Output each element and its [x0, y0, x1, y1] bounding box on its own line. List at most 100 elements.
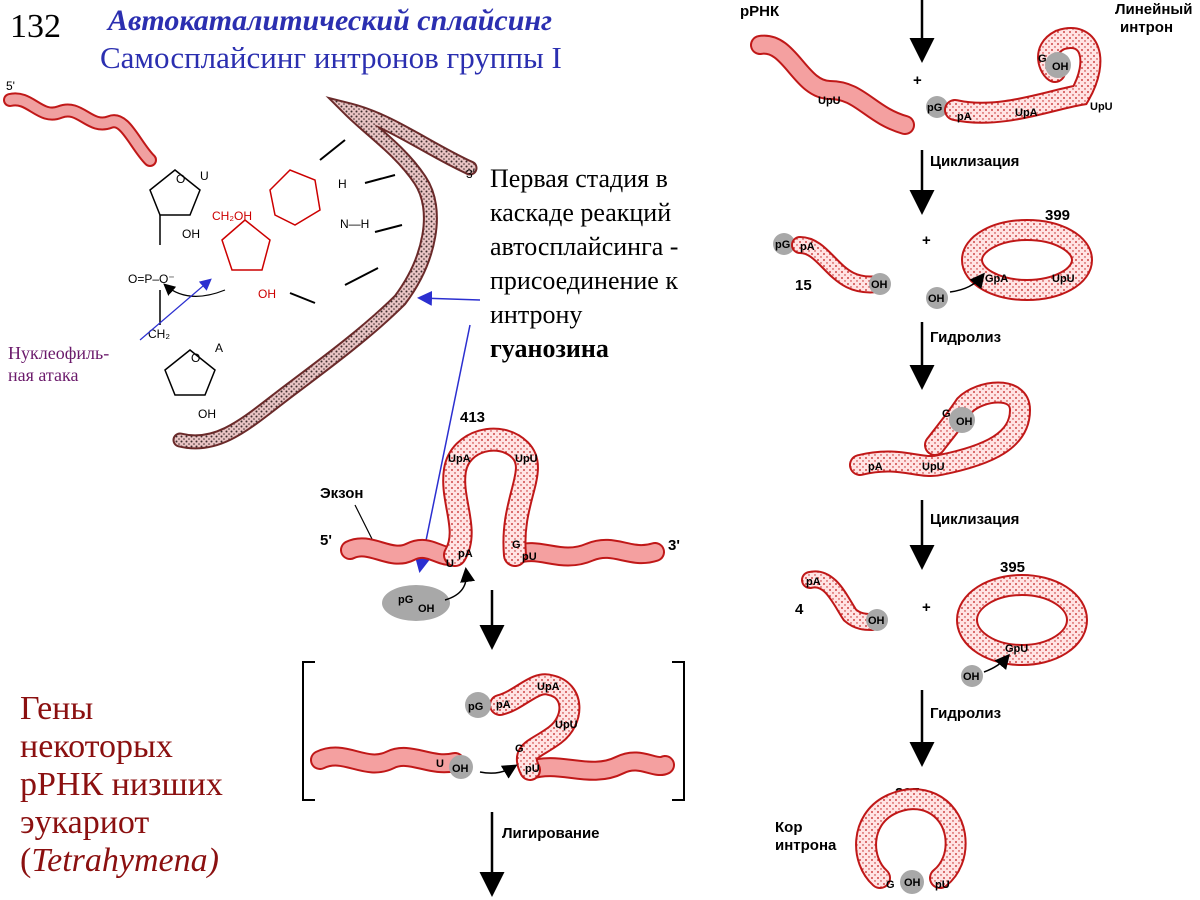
genes-paren: (	[20, 842, 32, 879]
pg-label: pG	[398, 594, 413, 606]
upu-r3: UpU	[922, 461, 945, 473]
guanosine-ribose	[221, 219, 271, 271]
pu-label: pU	[522, 551, 537, 563]
genes-line-4: эукариот	[20, 804, 150, 841]
upu-r2: UpU	[1052, 273, 1075, 285]
oh-r2b: OH	[871, 279, 888, 291]
upu-r1: UpU	[818, 95, 841, 107]
nucleophilic-attack-label: Нуклеофиль- ная атака	[8, 342, 148, 386]
annotation-line-2: каскаде реакций	[490, 198, 672, 227]
intron-chain	[172, 96, 478, 450]
five-prime-label: 5'	[6, 79, 15, 93]
genes-line-2: некоторых	[20, 728, 173, 765]
oh-r1: OH	[1052, 61, 1069, 73]
ribose-ring-2	[164, 349, 216, 396]
ring-oxygen: O	[176, 172, 185, 186]
linear-intron-label-2: интрон	[1120, 19, 1173, 36]
phosphate-label: O=P–O⁻	[128, 272, 175, 286]
g-r3: G	[942, 408, 951, 420]
fragment-4: 4	[795, 601, 804, 618]
ring-399: 399	[1045, 207, 1070, 224]
h-label: H	[338, 177, 347, 191]
oh-r2: OH	[928, 293, 945, 305]
adenine-label: A	[215, 341, 223, 355]
pa-r1: pA	[957, 111, 972, 123]
plus-2: +	[922, 232, 931, 249]
genes-line-5: (Tetrahymena)	[20, 842, 290, 880]
g-label-2: G	[515, 743, 524, 755]
attack-arrow	[163, 283, 226, 297]
center-splicing-diagram: 413 Экзон 5' 3' UpA UpU U pA G pU pG OH	[302, 409, 685, 897]
upu-label-2: UpU	[555, 719, 578, 731]
pu-r5: pU	[935, 879, 950, 891]
guanosine-oh: OH	[258, 287, 276, 301]
g-r1: G	[1038, 53, 1047, 65]
cyclization-2: Циклизация	[930, 511, 1019, 528]
ch2oh-label: CH₂OH	[212, 209, 252, 223]
left-chemical-diagram: 5' O U OH O=P–O⁻ CH₂ O A OH CH₂OH OH N—H…	[3, 79, 481, 573]
slide-title: Автокаталитический сплайсинг	[108, 4, 553, 37]
guanosine-word: гуанозина	[490, 334, 609, 363]
five-prime-center: 5'	[320, 532, 332, 549]
g-r5: G	[886, 879, 895, 891]
nucleophilic-line-2: ная атака	[8, 365, 79, 385]
genes-caption: Гены некоторых рРНК низших эукариот (Tet…	[20, 690, 290, 880]
annotation-line-6: гуанозина	[490, 332, 735, 366]
u-label-2: U	[436, 758, 444, 770]
core-label-1: Кор	[775, 819, 802, 836]
pa-r4: pA	[806, 576, 821, 588]
pu-label-2: pU	[525, 763, 540, 775]
organism-name: Tetrahymena)	[31, 842, 219, 879]
hydrolysis-1: Гидролиз	[930, 329, 1001, 346]
genes-line-3: рРНК низших	[20, 766, 223, 803]
hydroxyl-label-2: OH	[198, 407, 216, 421]
ring-395-a: 395	[1000, 559, 1025, 576]
annotation-line-3: автосплайсинга -	[490, 232, 679, 261]
pg-r2: pG	[775, 239, 790, 251]
pg-r1: pG	[927, 102, 942, 114]
slide-subtitle: Самосплайсинг интронов группы I	[100, 40, 562, 75]
oh-r3: OH	[956, 416, 973, 428]
slide-number: 132	[10, 8, 61, 45]
three-prime-label: 3'	[466, 167, 475, 181]
right-cyclization-diagram: рРНК Линейный интрон UpU + pG G OH pA Up…	[740, 0, 1192, 894]
pa-r2: pA	[800, 241, 815, 253]
three-prime-center: 3'	[668, 537, 680, 554]
gpu-r4: GpU	[1005, 643, 1028, 655]
upa-r1: UpA	[1015, 107, 1038, 119]
gpa-r2: GpA	[985, 273, 1008, 285]
plus-3: +	[922, 599, 931, 616]
fragment-15: 15	[795, 277, 812, 294]
u-label: U	[446, 558, 454, 570]
hydrolysis-2: Гидролиз	[930, 705, 1001, 722]
hydroxyl-label: OH	[182, 227, 200, 241]
guanosine-blob	[382, 585, 450, 621]
upu-r1b: UpU	[1090, 101, 1113, 113]
oh-r4: OH	[963, 671, 980, 683]
oh-r5: OH	[904, 877, 921, 889]
nucleophilic-line-1: Нуклеофиль-	[8, 343, 110, 363]
oh-label: OH	[418, 603, 435, 615]
exon-label: Экзон	[320, 485, 363, 502]
plus-1: +	[913, 72, 922, 89]
pg-label-2: pG	[468, 701, 483, 713]
annotation-line-5: интрону	[490, 300, 583, 329]
annotation-text: Первая стадия в каскаде реакций автоспла…	[490, 162, 735, 366]
rrna-label: рРНК	[740, 3, 780, 20]
pa-label: pA	[458, 548, 473, 560]
annotation-line-4: присоединение к	[490, 266, 678, 295]
ring-oxygen-2: O	[191, 351, 200, 365]
upa-label-2: UpA	[537, 681, 560, 693]
linear-intron-label-1: Линейный	[1115, 1, 1192, 18]
cyclization-1: Циклизация	[930, 153, 1019, 170]
pa-label-2: pA	[496, 699, 511, 711]
amine-label: N—H	[340, 217, 369, 231]
guanine-base	[269, 169, 321, 226]
oh-r4b: OH	[868, 615, 885, 627]
upa-label: UpA	[448, 453, 471, 465]
ribose-ring	[149, 169, 201, 216]
intron-length-413: 413	[460, 409, 485, 426]
upu-label: UpU	[515, 453, 538, 465]
annotation-line-1: Первая стадия в	[490, 164, 668, 193]
